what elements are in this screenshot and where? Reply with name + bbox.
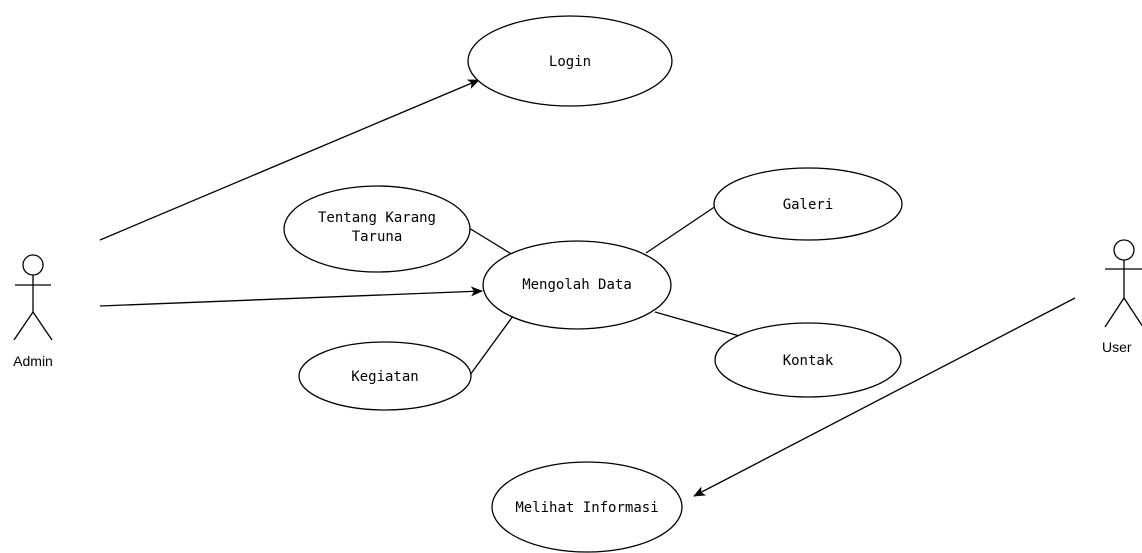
- usecase-kegiatan[interactable]: Kegiatan: [298, 341, 472, 411]
- usecase-mengolah-data-label: Mengolah Data: [522, 277, 632, 293]
- relation-mengolah-kegiatan: [469, 315, 514, 376]
- usecase-kontak[interactable]: Kontak: [714, 322, 902, 398]
- actor-user[interactable]: User: [1102, 239, 1142, 355]
- relation-mengolah-tentang: [468, 227, 514, 256]
- stick-figure-actor-icon: [1104, 239, 1142, 328]
- usecase-galeri[interactable]: Galeri: [713, 167, 903, 241]
- relation-admin-mengolah-data: [99, 286, 483, 307]
- usecase-login[interactable]: Login: [467, 15, 673, 107]
- relation-mengolah-galeri: [645, 205, 717, 254]
- usecase-tentang-karang-taruna[interactable]: Tentang Karang Taruna: [283, 185, 471, 273]
- usecase-kontak-label: Kontak: [783, 353, 834, 369]
- usecase-galeri-label: Galeri: [783, 197, 834, 213]
- actor-admin-label: Admin: [13, 353, 53, 369]
- usecase-tentang-karang-taruna-label-line2: Taruna: [352, 229, 403, 245]
- usecase-melihat-informasi[interactable]: Melihat Informasi: [491, 461, 683, 553]
- usecase-kegiatan-label: Kegiatan: [351, 369, 418, 385]
- usecase-login-label: Login: [549, 54, 591, 70]
- usecase-melihat-informasi-label: Melihat Informasi: [515, 500, 658, 516]
- relation-user-melihat-informasi: [693, 297, 1076, 497]
- usecase-mengolah-data[interactable]: Mengolah Data: [482, 240, 672, 330]
- relation-admin-login: [99, 79, 480, 241]
- actor-user-label: User: [1102, 339, 1132, 355]
- usecase-tentang-karang-taruna-label-line1: Tentang Karang: [318, 210, 436, 226]
- actor-admin[interactable]: Admin: [13, 254, 53, 369]
- relation-mengolah-kontak: [654, 311, 744, 338]
- stick-figure-actor-icon: [13, 254, 53, 341]
